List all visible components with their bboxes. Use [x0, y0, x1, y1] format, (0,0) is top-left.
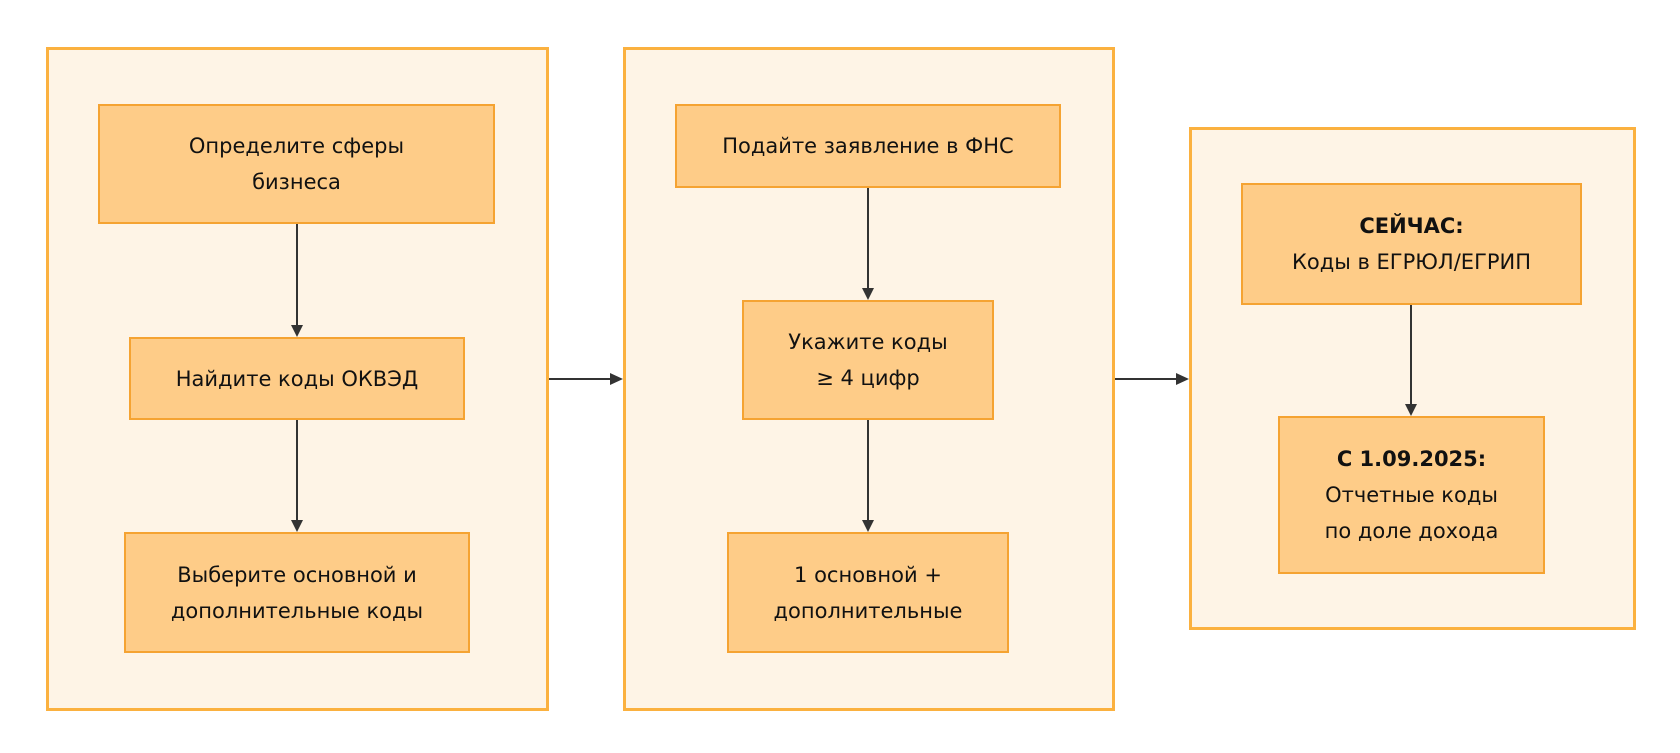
node-now: СЕЙЧАС: Коды в ЕГРЮЛ/ЕГРИП	[1241, 183, 1582, 305]
node-text-line: бизнеса	[252, 170, 341, 194]
node-text-line: Выберите основной и	[177, 562, 417, 587]
node-from-date: С 1.09.2025: Отчетные коды по доле доход…	[1278, 416, 1545, 574]
arrowhead-group1-to-group2	[610, 373, 623, 385]
node-text-line: Найдите коды ОКВЭД	[175, 366, 419, 391]
node-text-line: по доле дохода	[1324, 519, 1499, 543]
node-define-spheres: Определите сферы бизнеса	[98, 104, 495, 224]
node-text-line: 1 основной +	[794, 562, 942, 587]
node-text-line: Отчетные коды	[1325, 483, 1498, 507]
node-text-line: дополнительные	[773, 598, 963, 623]
node-main-plus-additional: 1 основной + дополнительные	[727, 532, 1009, 653]
node-text-line: Определите сферы	[188, 134, 405, 158]
node-text-line: Укажите коды	[788, 330, 948, 354]
node-text-line: Коды в ЕГРЮЛ/ЕГРИП	[1291, 250, 1532, 274]
node-submit-application: Подайте заявление в ФНС	[675, 104, 1061, 188]
node-choose-codes: Выберите основной и дополнительные коды	[124, 532, 470, 653]
node-text-line: ≥ 4 цифр	[816, 366, 920, 390]
arrowhead-group2-to-group3	[1176, 373, 1189, 385]
node-heading: СЕЙЧАС:	[1359, 214, 1464, 238]
node-text-line: Подайте заявление в ФНС	[722, 134, 1014, 158]
node-find-codes: Найдите коды ОКВЭД	[129, 337, 465, 420]
node-text-line: дополнительные коды	[170, 598, 424, 623]
node-heading: С 1.09.2025:	[1336, 447, 1487, 471]
node-specify-codes: Укажите коды ≥ 4 цифр	[742, 300, 994, 420]
